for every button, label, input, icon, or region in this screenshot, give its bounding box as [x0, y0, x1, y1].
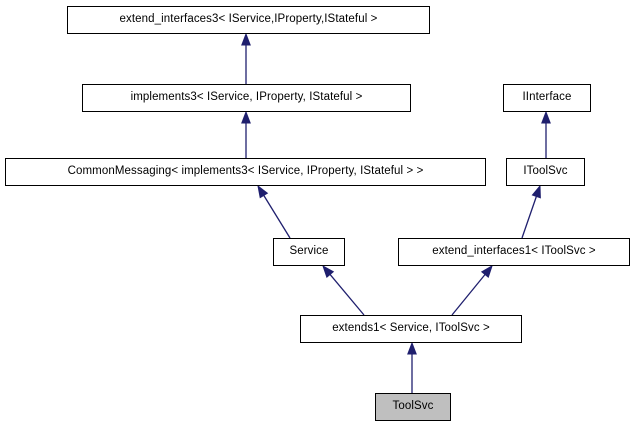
- inheritance-arrowhead: [407, 341, 417, 355]
- inheritance-arrowhead: [322, 264, 335, 278]
- class-node-label: Service: [289, 245, 329, 258]
- inheritance-arrowhead: [257, 184, 269, 199]
- class-node-label: extend_interfaces1< IToolSvc >: [432, 245, 596, 258]
- class-node-implements3[interactable]: implements3< IService, IProperty, IState…: [82, 84, 411, 112]
- class-node-service[interactable]: Service: [273, 238, 345, 266]
- class-node-extend_interfaces3[interactable]: extend_interfaces3< IService,IProperty,I…: [67, 6, 430, 34]
- class-node-label: implements3< IService, IProperty, IState…: [130, 91, 363, 104]
- class-node-label: IToolSvc: [523, 165, 568, 178]
- class-node-extend_interfaces1[interactable]: extend_interfaces1< IToolSvc >: [398, 238, 630, 266]
- inheritance-edge-line: [521, 196, 538, 239]
- class-node-label: ToolSvc: [392, 400, 434, 413]
- inheritance-arrowhead: [241, 110, 251, 124]
- inheritance-arrowhead: [541, 110, 551, 124]
- inheritance-arrowhead: [241, 32, 251, 46]
- inheritance-edge-line: [329, 274, 365, 316]
- inheritance-arrowhead: [480, 264, 493, 279]
- class-node-toolsvc[interactable]: ToolSvc: [375, 393, 451, 421]
- inheritance-edge-line: [451, 274, 486, 316]
- class-node-itoolsvc[interactable]: IToolSvc: [506, 158, 585, 186]
- class-node-label: extend_interfaces3< IService,IProperty,I…: [119, 13, 378, 26]
- class-node-commonmessaging[interactable]: CommonMessaging< implements3< IService, …: [5, 158, 486, 186]
- inheritance-edge-line: [263, 195, 291, 239]
- inheritance-arrowhead: [531, 184, 541, 199]
- class-node-label: extends1< Service, IToolSvc >: [332, 322, 490, 335]
- class-node-extends1[interactable]: extends1< Service, IToolSvc >: [300, 315, 522, 343]
- class-node-label: IInterface: [522, 91, 572, 104]
- class-node-label: CommonMessaging< implements3< IService, …: [67, 165, 424, 178]
- class-node-iinterface[interactable]: IInterface: [503, 84, 591, 112]
